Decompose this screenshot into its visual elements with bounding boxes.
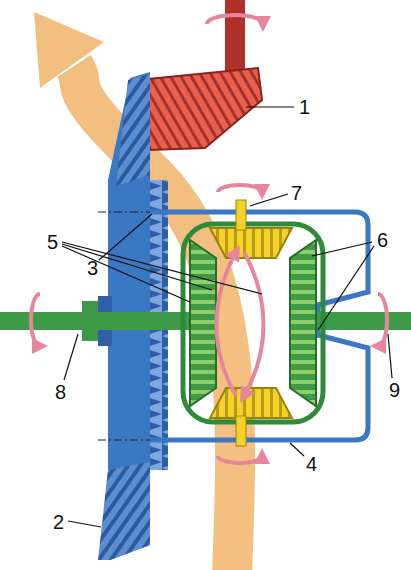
callout-number: 6 <box>376 230 389 250</box>
drive-shaft <box>225 0 245 74</box>
callout-number: 4 <box>305 454 318 474</box>
callout-number: 5 <box>46 232 59 252</box>
callout-number: 3 <box>86 258 99 278</box>
leader-lines <box>62 107 392 527</box>
callout-number: 2 <box>52 512 65 532</box>
callout-number: 7 <box>290 183 303 203</box>
callout-number: 8 <box>54 382 67 402</box>
callout-number: 1 <box>298 97 311 117</box>
callout-number: 9 <box>388 380 401 400</box>
gear-cluster <box>183 200 323 446</box>
rotation-arrows <box>31 15 387 463</box>
drive-pinion <box>138 68 262 150</box>
